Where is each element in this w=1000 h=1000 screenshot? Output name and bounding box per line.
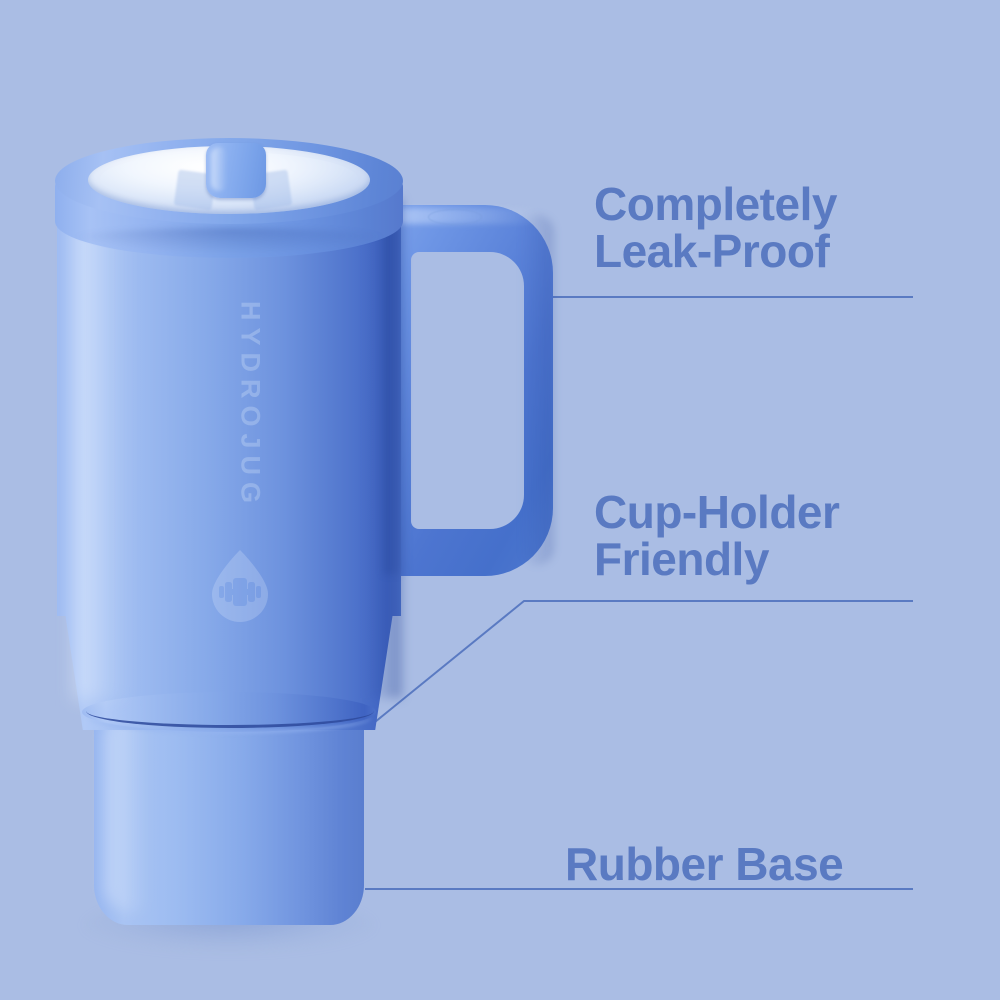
body-highlight bbox=[74, 200, 134, 700]
base-seam-line bbox=[86, 694, 374, 728]
base-seam-highlight bbox=[88, 700, 372, 734]
handle-join-shadow bbox=[384, 206, 410, 574]
collar-shadow bbox=[60, 228, 398, 254]
body-edge-shading bbox=[366, 198, 402, 698]
handle-shading bbox=[520, 215, 554, 565]
callout-label-leak-proof: Completely Leak-Proof bbox=[594, 178, 837, 278]
lid-tab-highlight bbox=[211, 147, 227, 191]
callout-label-cup-holder: Cup-Holder Friendly bbox=[594, 486, 840, 586]
leader-line-leak-proof bbox=[413, 296, 913, 298]
rubber-base-highlight bbox=[104, 712, 156, 912]
brand-wordmark: HYDROJUG bbox=[235, 300, 266, 511]
handle-opening bbox=[411, 252, 524, 529]
handle-emboss-mark bbox=[428, 209, 482, 225]
water-droplet-dumbbell-icon bbox=[212, 550, 268, 622]
callout-label-rubber-base: Rubber Base bbox=[565, 838, 844, 890]
